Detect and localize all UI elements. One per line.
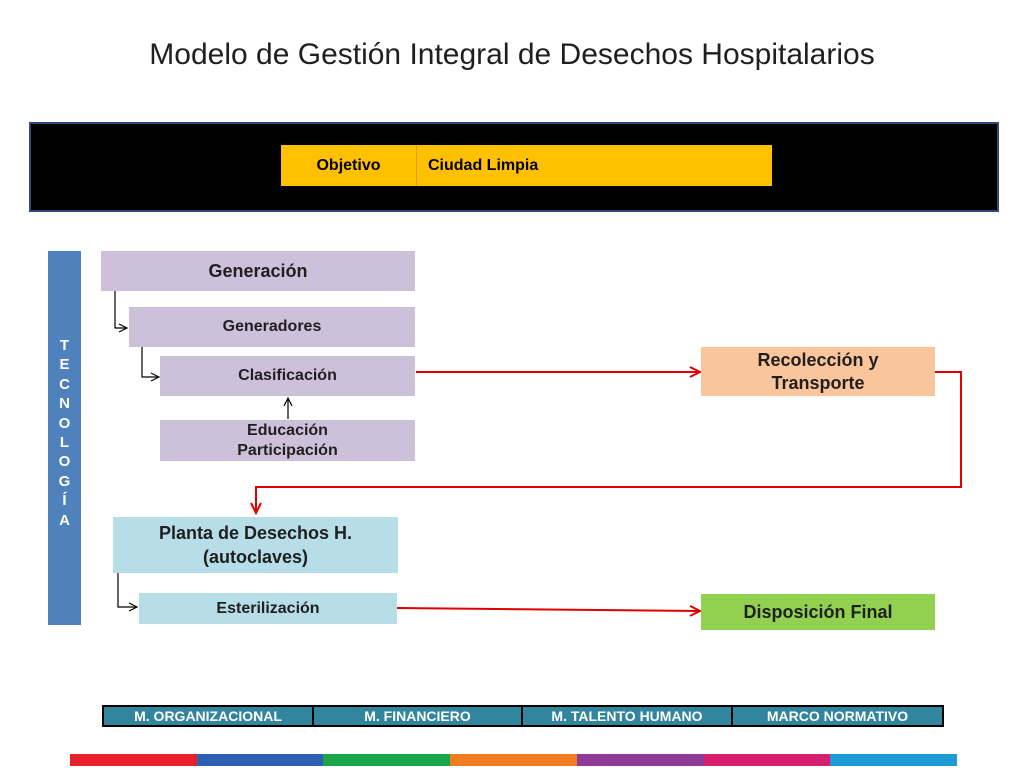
technology-letter: C <box>59 375 70 393</box>
color-strip-segment <box>703 754 831 766</box>
node-generadores: Generadores <box>129 307 415 347</box>
node-recoleccion-line2: Transporte <box>771 372 865 393</box>
technology-letter: O <box>58 414 71 432</box>
connector-generadores-clasificacion <box>141 347 159 377</box>
arrow-esterilizacion-disposicion <box>396 608 700 611</box>
bottom-item-organizacional: M. ORGANIZACIONAL <box>102 705 314 727</box>
color-strip-segment <box>450 754 578 766</box>
color-strip-segment <box>830 754 958 766</box>
objective-value: Ciudad Limpia <box>416 145 772 186</box>
technology-letter: A <box>59 511 70 529</box>
node-clasificacion: Clasificación <box>160 356 415 396</box>
page-title: Modelo de Gestión Integral de Desechos H… <box>149 38 875 71</box>
bottom-item-financiero: M. FINANCIERO <box>312 705 523 727</box>
color-strip-segment <box>323 754 451 766</box>
technology-bar <box>48 251 81 625</box>
technology-letter: E <box>59 356 70 374</box>
connector-generacion-generadores <box>114 291 127 328</box>
bottom-item-talento-humano: M. TALENTO HUMANO <box>521 705 733 727</box>
color-strip-segment <box>70 754 198 766</box>
node-educacion-line1: Educación <box>247 421 328 439</box>
node-disposicion-final: Disposición Final <box>701 594 935 630</box>
technology-letter: O <box>58 453 71 471</box>
node-planta-desechos: Planta de Desechos H. (autoclaves) <box>113 517 398 573</box>
objective-label: Objetivo <box>281 145 416 186</box>
node-generacion: Generación <box>101 251 415 291</box>
bottom-item-marco-normativo: MARCO NORMATIVO <box>731 705 944 727</box>
technology-letter: Í <box>62 492 67 510</box>
technology-letter: T <box>59 337 70 354</box>
node-recoleccion-transporte: Recolección y Transporte <box>701 347 935 396</box>
node-planta-line1: Planta de Desechos H. <box>158 523 353 543</box>
arrow-recoleccion-planta <box>256 371 962 513</box>
node-educacion-participacion: Educación Participación <box>160 420 415 461</box>
node-educacion-line2: Participación <box>237 441 338 459</box>
color-strip-segment <box>576 754 705 766</box>
technology-letter: G <box>58 472 71 490</box>
node-planta-line2: (autoclaves) <box>202 547 309 567</box>
node-recoleccion-line1: Recolección y <box>757 349 879 370</box>
technology-letter: N <box>59 395 70 413</box>
node-esterilizacion: Esterilización <box>139 593 397 624</box>
color-strip-segment <box>196 754 324 766</box>
connector-planta-esterilizacion <box>117 573 137 607</box>
technology-letter: L <box>59 434 70 452</box>
